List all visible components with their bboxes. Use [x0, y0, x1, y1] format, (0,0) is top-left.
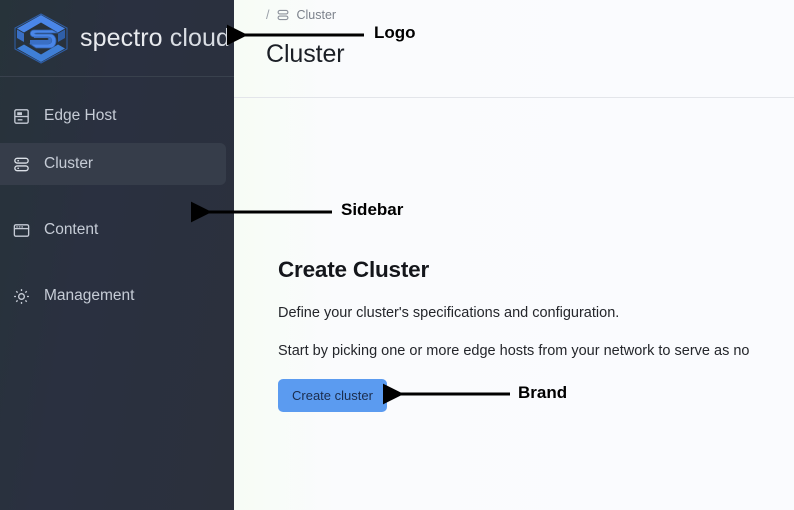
header-divider — [234, 97, 794, 98]
cluster-stack-icon — [276, 8, 290, 22]
brand-wordmark: spectro cloud — [80, 24, 230, 53]
breadcrumb-label[interactable]: Cluster — [296, 8, 337, 22]
sidebar-item-edge-host[interactable]: Edge Host — [0, 95, 226, 137]
sidebar-item-label: Management — [44, 287, 135, 304]
description-line-1: Define your cluster's specifications and… — [278, 305, 620, 321]
sidebar-item-management[interactable]: Management — [0, 275, 226, 317]
brand-name-light: cloud — [169, 23, 230, 52]
sidebar-item-label: Content — [44, 221, 99, 238]
sidebar-nav: Edge Host Cluster — [0, 77, 234, 317]
breadcrumb-separator: / — [266, 8, 270, 22]
brand-name-bold: spectro — [80, 23, 163, 52]
breadcrumb: / Cluster — [234, 0, 794, 24]
sidebar-item-label: Edge Host — [44, 107, 117, 124]
sidebar: spectro cloud Edge Host — [0, 0, 234, 510]
sidebar-logo[interactable]: spectro cloud — [0, 0, 234, 77]
gear-icon — [10, 285, 32, 307]
create-cluster-heading: Create Cluster — [278, 257, 430, 282]
description-line-2: Start by picking one or more edge hosts … — [278, 343, 750, 359]
window-browser-icon — [10, 219, 32, 241]
main-panel: / Cluster Cluster Create Cluster Define … — [234, 0, 794, 510]
main-content: Create Cluster Define your cluster's spe… — [234, 97, 794, 412]
sidebar-item-content[interactable]: Content — [0, 209, 226, 251]
create-cluster-button[interactable]: Create cluster — [278, 379, 387, 412]
server-rack-icon — [10, 105, 32, 127]
nav-spacer — [0, 257, 234, 269]
sidebar-item-cluster[interactable]: Cluster — [0, 143, 226, 185]
sidebar-item-label: Cluster — [44, 155, 94, 172]
page-title: Cluster — [266, 40, 345, 68]
nav-spacer — [0, 191, 234, 203]
spectro-cloud-hex-s-logo-icon — [10, 11, 72, 65]
cluster-stack-icon — [10, 153, 32, 175]
